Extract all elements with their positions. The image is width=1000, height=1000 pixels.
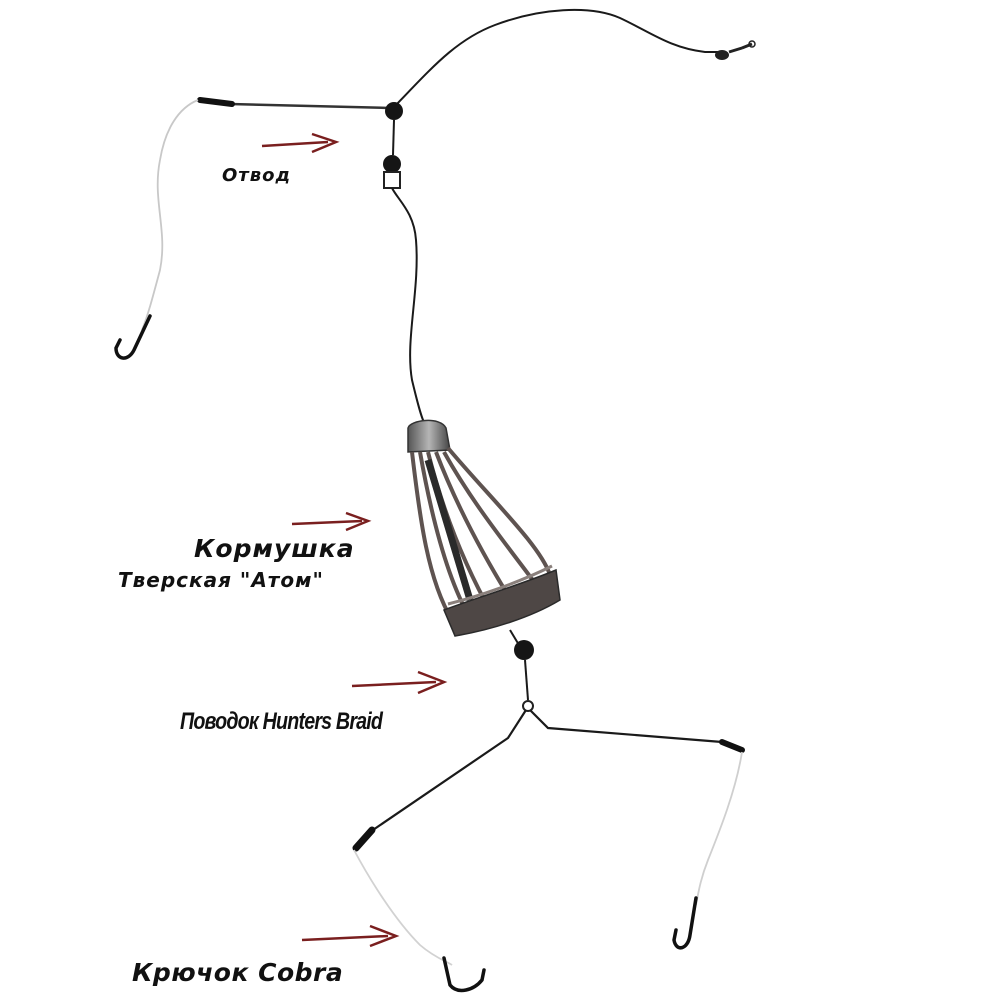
arrow-leader	[351, 670, 448, 695]
arrow-hook	[301, 924, 400, 948]
feeder-atom	[407, 419, 561, 637]
connector-ring	[522, 700, 534, 712]
swivel-clip	[383, 171, 401, 189]
label-feeder: Кормушка	[194, 534, 355, 563]
leader-hunters-braid	[352, 709, 745, 852]
bead-lower	[514, 640, 534, 660]
right-hook	[672, 896, 698, 950]
main-line	[392, 8, 722, 109]
label-hook: Крючок Cobra	[132, 958, 344, 987]
bead-upper	[385, 102, 403, 120]
label-feeder-model: Тверская "Атом"	[118, 568, 324, 592]
swivel	[715, 40, 756, 60]
left-hook	[442, 956, 486, 993]
upper-dropper	[141, 97, 391, 331]
arrow-feeder	[291, 511, 372, 532]
label-leader: Поводок Hunters Braid	[180, 708, 383, 735]
arrow-otvod	[261, 132, 340, 154]
feeder-line	[391, 187, 426, 425]
label-otvod: Отвод	[222, 165, 292, 186]
bead-middle	[383, 155, 401, 173]
upper-hook	[114, 314, 152, 360]
